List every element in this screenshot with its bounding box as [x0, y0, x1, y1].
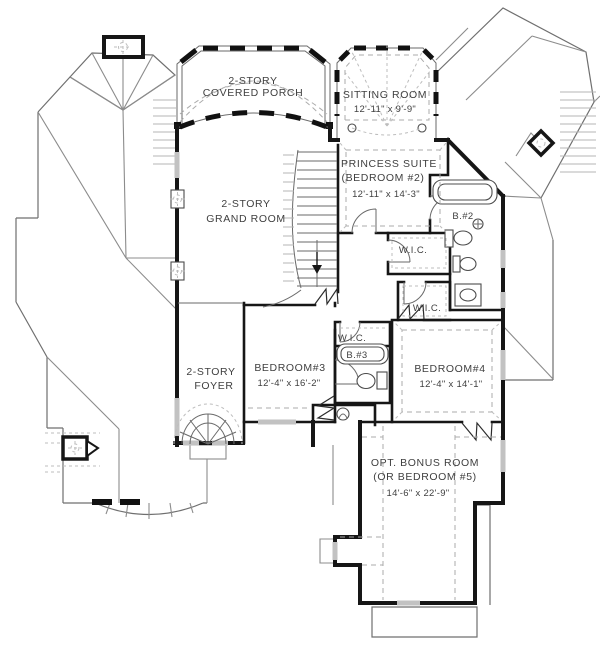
roof-right [502, 240, 554, 381]
covered-porch-label-line1: 2-STORY [228, 75, 277, 87]
sitting-room-dims: 12'-11" x 9'-9" [354, 104, 416, 115]
covered-porch-outline [174, 45, 333, 129]
wic-bedroom3-label: W.I.C. [338, 333, 366, 344]
foyer-label-line1: 2-STORY [186, 366, 235, 378]
toilet-icon [444, 229, 454, 248]
ceiling-dashed-lines [178, 142, 502, 600]
sitting-room-bay [334, 45, 439, 140]
bath3-fixtures [336, 343, 389, 390]
room-labels: 2-STORY COVERED PORCH SITTING ROOM 12'-1… [186, 75, 485, 499]
foyer-label-line2: FOYER [194, 380, 233, 392]
roof-top-left-hip [69, 52, 176, 111]
bath2-fixtures [432, 179, 498, 307]
toilet-icon [452, 255, 461, 273]
toilet-icon [376, 371, 388, 390]
chimney-icon [526, 128, 556, 158]
covered-porch-label-line2: COVERED PORCH [203, 87, 304, 99]
grand-room-label-line1: 2-STORY [221, 198, 270, 210]
porch-corner-posts [179, 48, 327, 64]
bay-window-mark [120, 499, 140, 505]
bonus-room-label-line2: (OR BEDROOM #5) [373, 471, 477, 483]
princess-suite-label-line2: (BEDROOM #2) [341, 172, 424, 184]
chimney-icon [61, 435, 100, 461]
bedroom3-dims: 12'-4" x 16'-2" [258, 378, 321, 389]
wic-hall-label: W.I.C. [413, 303, 441, 314]
wic-princess-label: W.I.C. [399, 245, 427, 256]
closet-fixture [336, 407, 350, 421]
roof-hatch-left [153, 99, 176, 165]
bedroom4-dims: 12'-4" x 14'-1" [420, 379, 483, 390]
pilaster-icon [170, 189, 185, 281]
windows [174, 152, 506, 606]
grand-room-arc-wall [176, 110, 331, 130]
staircase [262, 149, 337, 308]
bedroom4-label: BEDROOM#4 [414, 363, 485, 375]
sitting-room-label: SITTING ROOM [343, 89, 427, 101]
chimney-icon [102, 35, 145, 59]
princess-suite-dims: 12'-11" x 14'-3" [352, 189, 420, 200]
princess-suite-label-line1: PRINCESS SUITE [341, 158, 437, 170]
bonus-room-dims: 14'-6" x 22'-9" [387, 488, 450, 499]
column-icon [417, 123, 427, 133]
bay-window-mark [92, 499, 112, 505]
foyer-arch-window [173, 403, 243, 445]
bath2-label: B.#2 [452, 211, 473, 222]
bedroom3-label: BEDROOM#3 [254, 362, 325, 374]
roof-left [15, 76, 207, 519]
stair-arrow-head [312, 265, 322, 274]
bonus-room-label-line1: OPT. BONUS ROOM [371, 457, 479, 469]
bath3-label: B.#3 [346, 350, 367, 361]
grand-room-label-line2: GRAND ROOM [206, 213, 286, 225]
roof-top-right [435, 7, 600, 241]
double-door-symbols [314, 287, 493, 442]
